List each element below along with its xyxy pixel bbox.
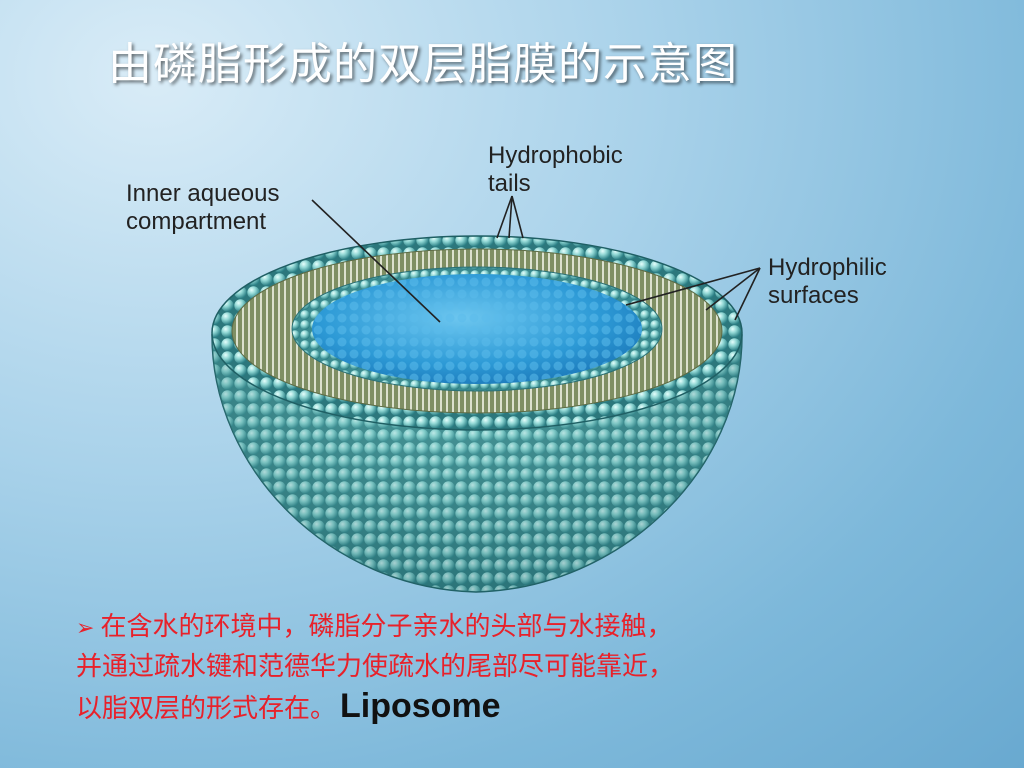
label-line: tails xyxy=(488,170,531,197)
caption-line-text: 以脂双层的形式存在。 xyxy=(76,694,337,724)
slide-title: 由磷脂形成的双层脂膜的示意图 xyxy=(108,39,738,90)
caption-line-1: ➢在含水的环境中，磷脂分子亲水的头部与水接触， xyxy=(76,608,876,648)
label-inner-aqueous-compartment: Inner aqueous compartment xyxy=(126,180,279,236)
label-line: surfaces xyxy=(768,282,859,309)
caption-line-3: 以脂双层的形式存在。Liposome xyxy=(76,687,876,729)
label-hydrophilic-surfaces: Hydrophilic surfaces xyxy=(768,254,887,310)
caption-line-text: 在含水的环境中，磷脂分子亲水的头部与水接触， xyxy=(100,612,673,642)
liposome-label: Liposome xyxy=(340,687,501,725)
caption-text: ➢在含水的环境中，磷脂分子亲水的头部与水接触， 并通过疏水键和范德华力使疏水的尾… xyxy=(76,608,876,729)
callout-lines xyxy=(311,195,761,323)
label-line: Hydrophobic xyxy=(488,142,623,169)
arrow-bullet-icon: ➢ xyxy=(76,616,95,641)
label-line: compartment xyxy=(126,208,267,235)
label-line: Hydrophilic xyxy=(768,254,887,281)
caption-line-2: 并通过疏水键和范德华力使疏水的尾部尽可能靠近， xyxy=(76,652,675,682)
label-hydrophobic-tails: Hydrophobic tails xyxy=(488,142,623,198)
label-line: Inner aqueous xyxy=(126,180,280,207)
water-texture xyxy=(312,274,642,384)
